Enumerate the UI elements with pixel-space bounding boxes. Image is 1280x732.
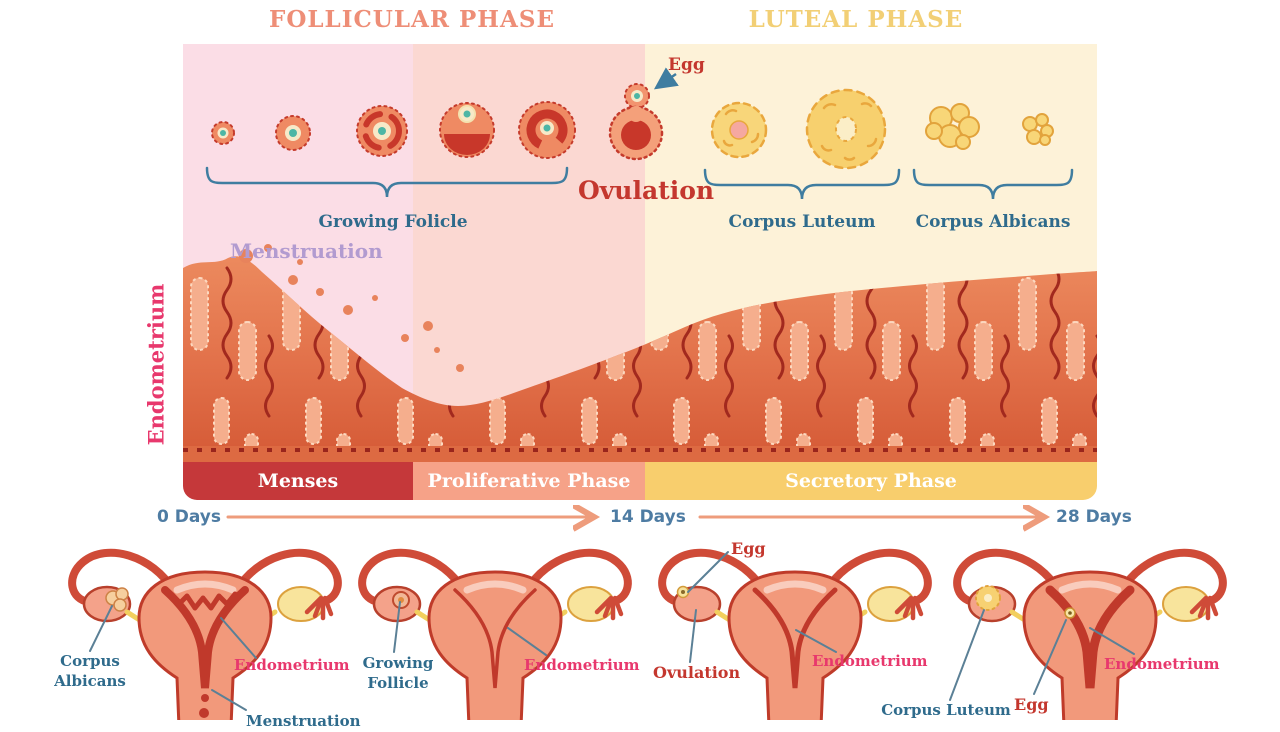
follicle-stage-5 xyxy=(518,101,576,159)
uterus1-corpus-albicans-label: Corpus Albicans xyxy=(54,652,126,690)
uterus-diagram-secretory xyxy=(957,553,1223,720)
follicle-stage-1 xyxy=(211,121,235,145)
follicle-row xyxy=(211,83,1054,170)
menses-phase-bar: Menses xyxy=(183,462,413,500)
corpus-luteum-2 xyxy=(805,88,887,170)
proliferative-phase-bar: Proliferative Phase xyxy=(413,462,645,500)
corpus-luteum-1 xyxy=(710,101,768,159)
shedding-droplets xyxy=(239,244,464,372)
braces xyxy=(205,166,1074,200)
uterus3-endometrium-label: Endometrium xyxy=(812,652,928,670)
timeline-28-days: 28 Days xyxy=(1056,507,1132,527)
menstruation-label: Menstruation xyxy=(230,239,383,263)
uterus1-endometrium-label: Endometrium xyxy=(234,656,350,674)
secretory-bar-label: Secretory Phase xyxy=(785,470,957,492)
leader-lines xyxy=(89,551,1135,711)
uterus2-endometrium-label: Endometrium xyxy=(524,656,640,674)
uterus4-corpus-luteum-label: Corpus Luteum xyxy=(881,701,1011,719)
secretory-phase-bar: Secretory Phase xyxy=(645,462,1097,500)
endometrium-illustration xyxy=(183,244,1097,462)
timeline-0-days: 0 Days xyxy=(157,507,222,527)
uterus-diagram-proliferative xyxy=(362,553,628,720)
corpus-luteum-brace xyxy=(703,168,901,200)
corpus-albicans-label: Corpus Albicans xyxy=(915,212,1071,232)
uterus4-egg-label: Egg xyxy=(1014,695,1049,714)
follicular-phase-title: FOLLICULAR PHASE xyxy=(269,6,555,33)
corpus-albicans-brace xyxy=(912,168,1074,200)
corpus-albicans-2 xyxy=(1022,113,1054,146)
ovulation-follicle xyxy=(608,105,664,161)
follicle-stage-4 xyxy=(439,102,495,158)
egg-label-top: Egg xyxy=(668,55,705,75)
luteal-phase-title: LUTEAL PHASE xyxy=(748,6,964,33)
proliferative-bar-label: Proliferative Phase xyxy=(427,470,631,492)
released-egg xyxy=(624,83,650,109)
uterus-diagram-menses xyxy=(72,553,338,720)
follicle-stage-3 xyxy=(356,105,408,157)
uterus3-egg-label: Egg xyxy=(731,539,766,558)
growing-folicle-label: Growing Folicle xyxy=(318,212,468,232)
follicle-stage-2 xyxy=(275,115,311,151)
corpus-luteum-label: Corpus Luteum xyxy=(728,212,876,232)
endometrium-axis-label: Endometrium xyxy=(143,283,169,446)
corpus-albicans-1 xyxy=(925,103,980,150)
egg-arrow xyxy=(653,67,679,90)
uterus2-growing-follicle-label: Growing Follicle xyxy=(362,654,434,692)
menses-bar-label: Menses xyxy=(257,470,339,492)
timeline-14-days: 14 Days xyxy=(610,507,686,527)
uterus3-ovulation-label: Ovulation xyxy=(653,663,741,682)
growing-follicle-brace xyxy=(205,166,569,198)
uterus4-endometrium-label: Endometrium xyxy=(1104,655,1220,673)
uterus1-menstruation-label: Menstruation xyxy=(246,712,361,730)
ovulation-label: Ovulation xyxy=(578,176,715,205)
